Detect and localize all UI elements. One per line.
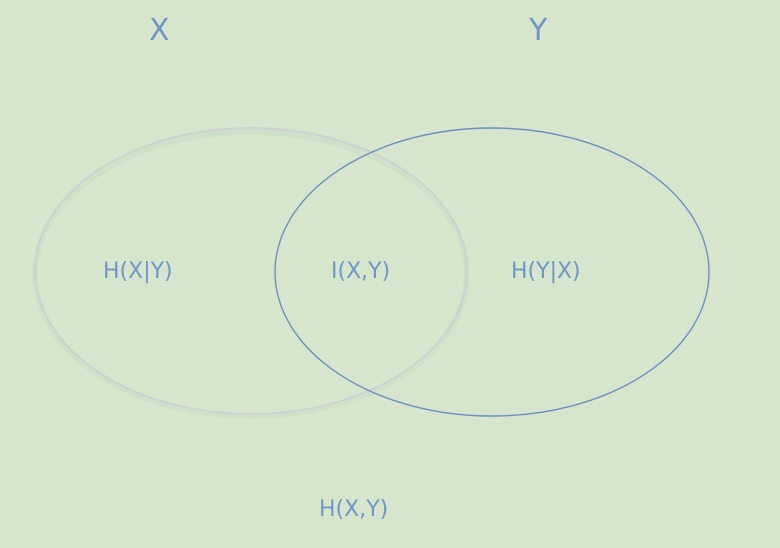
set-x-title: X: [149, 13, 170, 48]
conditional-entropy-y-given-x-label: H(Y|X): [511, 259, 581, 284]
set-y-title: Y: [529, 13, 548, 48]
circle-x: [34, 127, 468, 415]
joint-entropy-label: H(X,Y): [319, 497, 389, 522]
circle-y: [274, 127, 710, 417]
mutual-information-label: I(X,Y): [331, 259, 391, 284]
conditional-entropy-x-given-y-label: H(X|Y): [103, 259, 173, 284]
